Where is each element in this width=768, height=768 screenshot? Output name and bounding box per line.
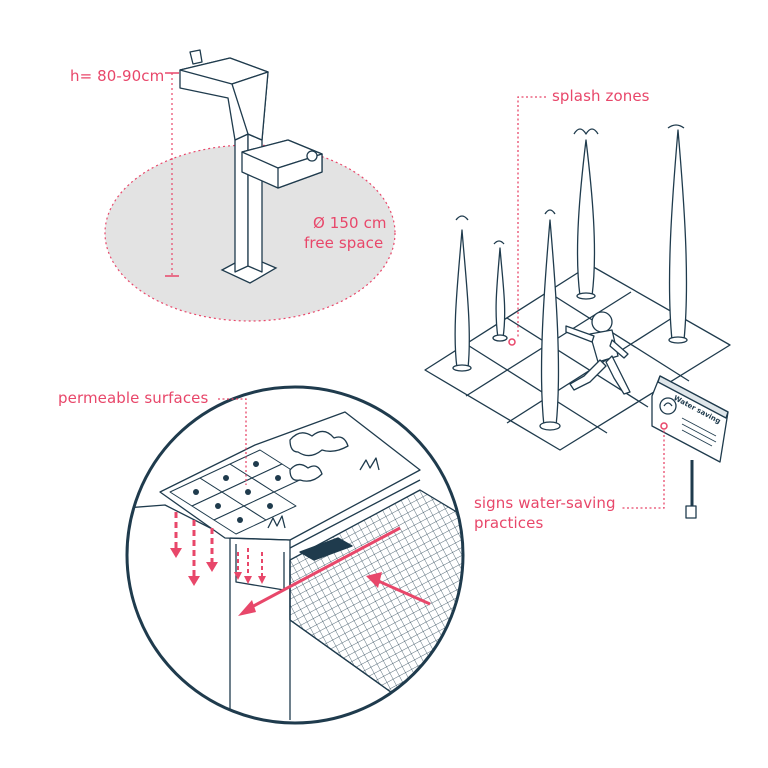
free-space-label: free space	[304, 234, 384, 252]
leader-lines	[218, 96, 665, 509]
runoff-arrows	[238, 526, 431, 616]
splash-pad-floor	[424, 264, 731, 451]
water-drop-icon	[659, 397, 677, 415]
water-jet	[495, 247, 506, 339]
drinking-fountain-group	[104, 49, 396, 322]
detail-circle-frame	[125, 385, 465, 725]
water-jet	[668, 129, 688, 341]
water-jet	[540, 219, 560, 427]
fountain-post	[179, 49, 323, 273]
permeable-surface-detail	[125, 385, 465, 725]
child-figure	[565, 311, 631, 395]
splash-zones-label: splash zones	[552, 87, 650, 105]
height-label: h= 80-90cm	[70, 67, 165, 85]
infiltration-arrows	[170, 512, 266, 586]
diameter-label: Ø 150 cm	[313, 214, 387, 232]
signs-label-line1: signs water-saving	[474, 494, 616, 512]
water-saving-sign	[651, 375, 729, 519]
water-jet	[454, 229, 470, 369]
water-jet	[576, 139, 596, 297]
permeable-surfaces-label: permeable surfaces	[58, 389, 209, 407]
signs-label-line2: practices	[474, 514, 544, 532]
splash-pad-group	[424, 124, 731, 451]
